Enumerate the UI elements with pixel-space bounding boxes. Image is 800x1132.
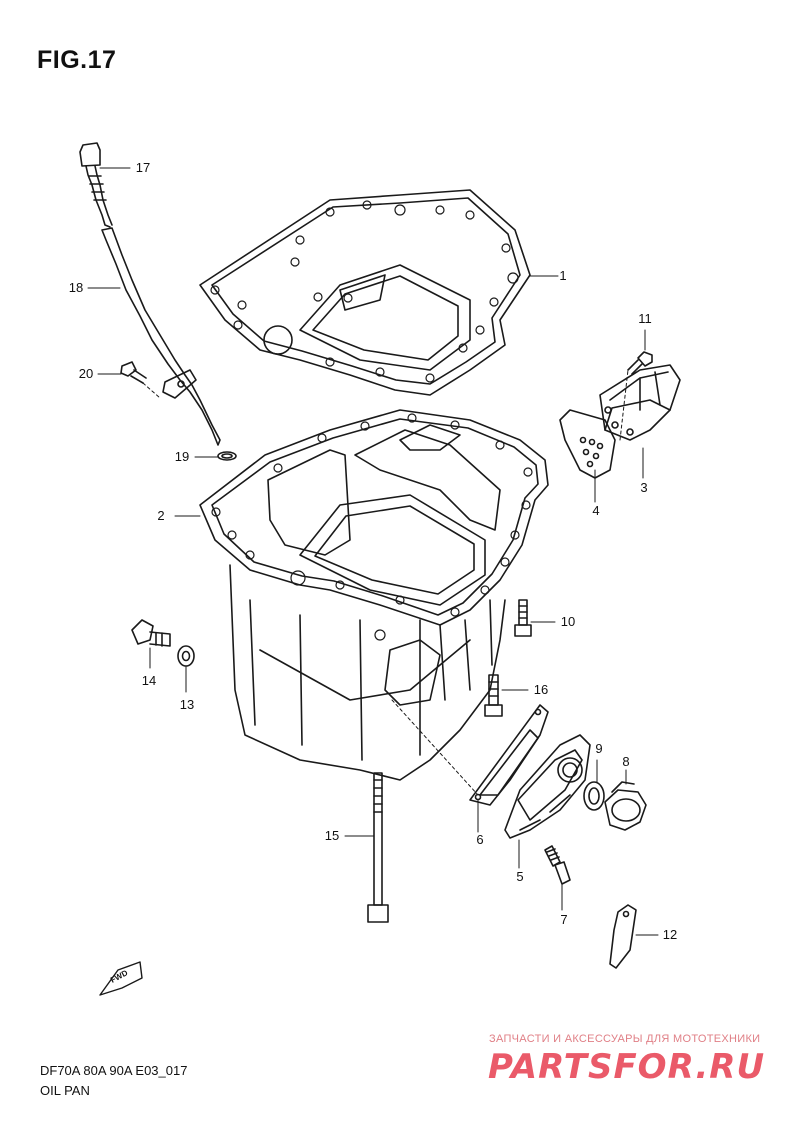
figure-title: FIG.17 bbox=[37, 46, 117, 74]
callout-15: 15 bbox=[324, 828, 340, 843]
gasket-part-1 bbox=[199, 189, 531, 396]
plate-part-5 bbox=[504, 734, 591, 839]
bolt-part-16 bbox=[484, 674, 503, 717]
watermark-brand: PARTSFOR.RU bbox=[488, 1047, 766, 1087]
callout-7: 7 bbox=[560, 912, 568, 927]
callout-14: 14 bbox=[141, 673, 157, 688]
callout-19: 19 bbox=[174, 449, 190, 464]
callout-4: 4 bbox=[592, 503, 600, 518]
bolt-part-14 bbox=[131, 619, 171, 647]
leader-lines bbox=[87, 167, 659, 936]
callout-3: 3 bbox=[640, 480, 648, 495]
callout-11: 11 bbox=[638, 311, 652, 326]
bolt-part-7 bbox=[544, 845, 571, 885]
clip-part-12 bbox=[609, 904, 637, 969]
bolt-part-10 bbox=[514, 599, 532, 637]
callout-8: 8 bbox=[622, 754, 630, 769]
callout-13: 13 bbox=[179, 697, 195, 712]
callout-10: 10 bbox=[560, 614, 576, 629]
callout-17: 17 bbox=[135, 160, 151, 175]
callout-12: 12 bbox=[662, 927, 678, 942]
watermark-tagline: ЗАПЧАСТИ И АКСЕССУАРЫ ДЛЯ МОТОТЕХНИКИ bbox=[489, 1033, 761, 1045]
o-ring-part-19 bbox=[217, 451, 237, 461]
oil-pan-part-2 bbox=[199, 409, 549, 781]
drain-plug-part-8 bbox=[604, 781, 647, 831]
figure-name: OIL PAN bbox=[40, 1083, 90, 1098]
bolt-part-15 bbox=[367, 772, 389, 923]
callout-20: 20 bbox=[78, 366, 94, 381]
washer-part-13 bbox=[177, 645, 195, 667]
figure-code: DF70A 80A 90A E03_017 bbox=[40, 1063, 188, 1078]
callout-1: 1 bbox=[559, 268, 567, 283]
strainer-cover-part-3 bbox=[599, 364, 681, 441]
washer-part-9 bbox=[583, 781, 605, 811]
callout-5: 5 bbox=[516, 869, 524, 884]
callout-9: 9 bbox=[595, 741, 603, 756]
fwd-arrow-icon bbox=[99, 961, 143, 996]
callout-6: 6 bbox=[476, 832, 484, 847]
callout-16: 16 bbox=[533, 682, 549, 697]
dipstick-guide-part-18 bbox=[101, 227, 221, 446]
bolt-part-20 bbox=[120, 361, 147, 384]
gasket-part-6 bbox=[469, 704, 549, 806]
callout-2: 2 bbox=[157, 508, 165, 523]
bolt-part-11 bbox=[627, 351, 653, 375]
callout-18: 18 bbox=[68, 280, 84, 295]
gasket-part-4 bbox=[559, 409, 616, 479]
dipstick-part-17 bbox=[79, 142, 113, 228]
